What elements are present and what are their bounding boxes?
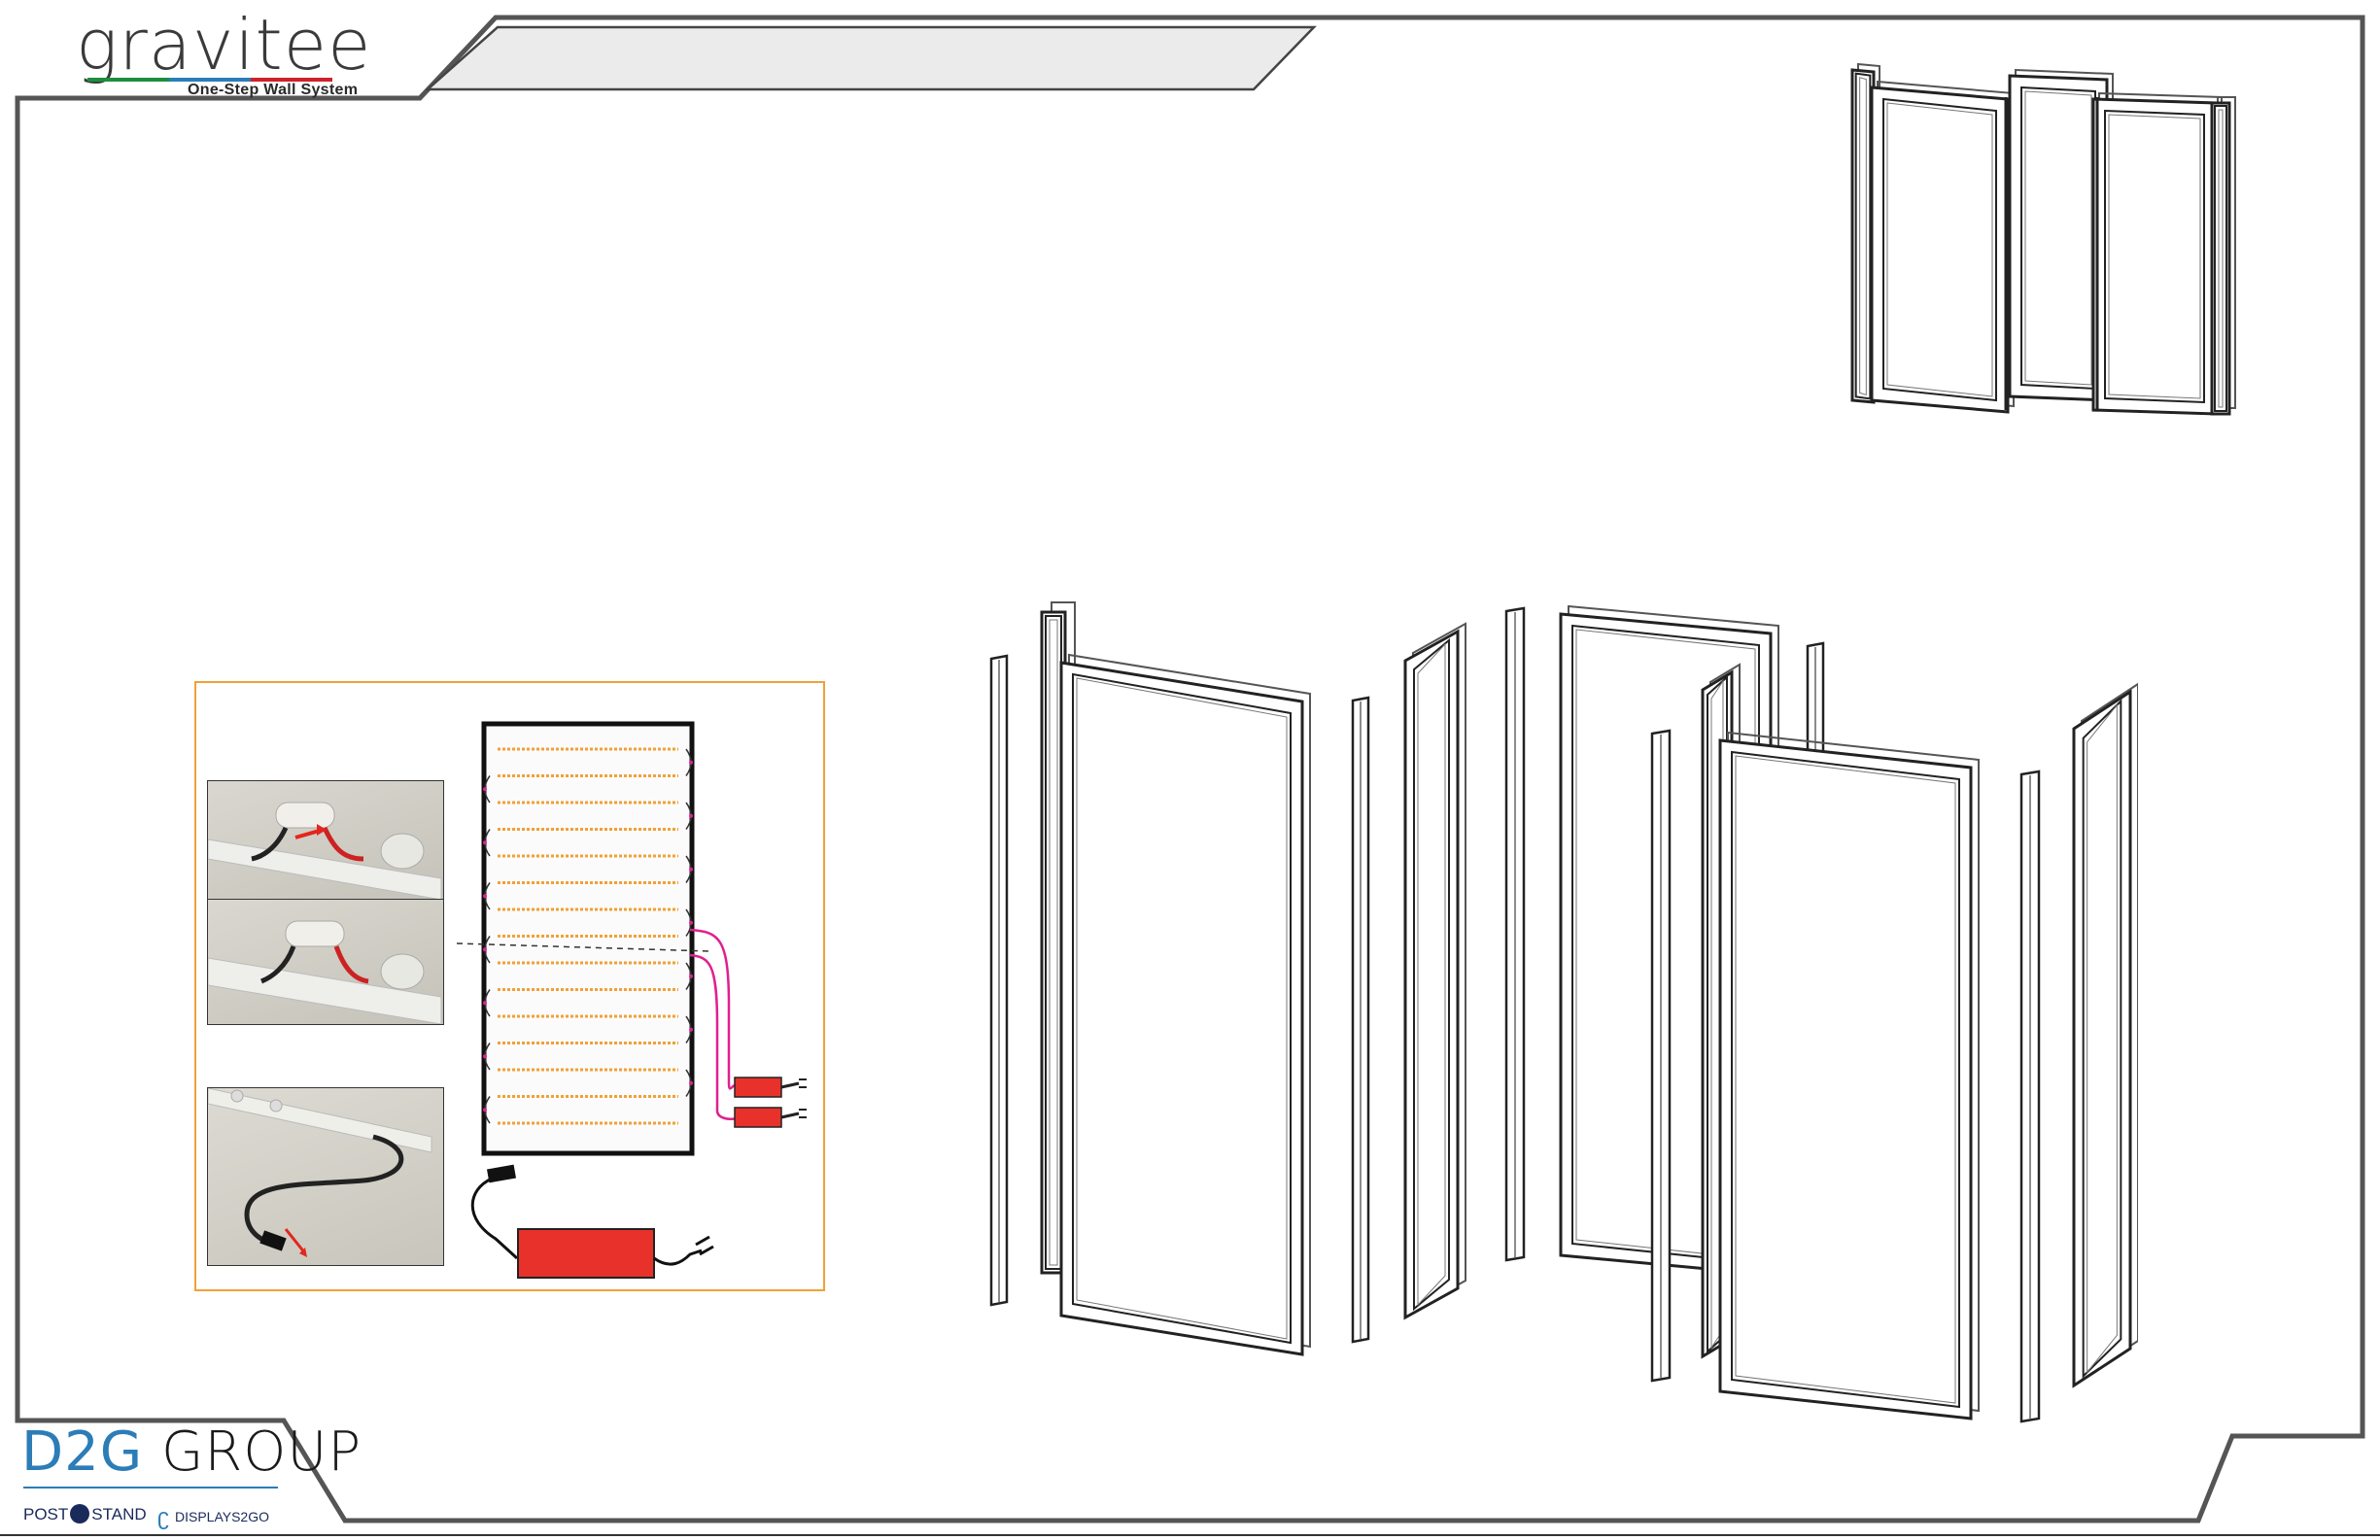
exploded-post-1 [991,656,1007,1305]
feed-wire-1 [690,930,737,1088]
jumper-node [483,840,487,844]
exploded-front-panel-2 [1720,733,1979,1419]
jumper-node [483,1108,487,1112]
poststand-right: STAND [91,1505,146,1523]
displays2go-mark-icon: ʗ [157,1504,169,1531]
led-wiring-diagram [457,714,836,1287]
gravitee-logo: gravitee One-Step Wall System [76,6,348,95]
exploded-front-panel-1 [1061,655,1310,1354]
plug-icon [654,1250,702,1264]
d2g-text: D2G [21,1420,143,1484]
group-text: GROUP [161,1420,362,1484]
poststand-logo: POST STAND [23,1504,147,1524]
header-title-bar [428,27,1314,89]
power-supply-icon [518,1229,654,1278]
jumper-node [483,947,487,951]
driver-box-2 [735,1108,781,1127]
assembled-side-panel-right [2212,97,2235,414]
gravitee-tagline: One-Step Wall System [188,82,358,99]
jumper-node [689,1028,693,1032]
jumper-node [483,1001,487,1005]
jumper-node [483,1054,487,1058]
assembled-front-panel-right [2093,93,2222,414]
driver-box-1 [735,1078,781,1097]
jumper-node [689,975,693,978]
jumper-node [689,1081,693,1085]
assembled-front-panel-left [1872,82,2014,412]
d2g-rule [23,1487,278,1489]
poststand-left: POST [23,1505,68,1523]
exploded-side-panel-2 [1405,624,1466,1318]
jumper-node [689,868,693,872]
power-cable-photo [207,1087,444,1266]
poststand-globe-icon [70,1504,89,1523]
led-connector-photo-bottom [207,899,444,1025]
jumper-node [689,921,693,925]
gravitee-wordmark: gravitee [76,6,371,84]
jumper-node [689,814,693,818]
jumper-node [483,894,487,898]
exploded-frame-diagram [972,583,2138,1438]
led-connector-photo [208,781,443,900]
led-connector-photo-top [207,780,444,901]
jumper-node [689,761,693,765]
displays2go-logo: ʗ DISPLAYS2GO [157,1504,269,1531]
exploded-side-panel-4 [2074,684,2138,1386]
jumper-node [483,787,487,791]
displays2go-text: DISPLAYS2GO [175,1509,269,1524]
exploded-post-5 [1652,731,1670,1381]
exploded-post-2 [1353,698,1368,1342]
exploded-post-6 [2021,771,2039,1421]
exploded-post-3 [1506,608,1524,1260]
led-panel-frame [484,724,692,1153]
d2g-wordmark: D2G GROUP [21,1420,362,1485]
assembled-wall-diagram [1843,58,2251,447]
